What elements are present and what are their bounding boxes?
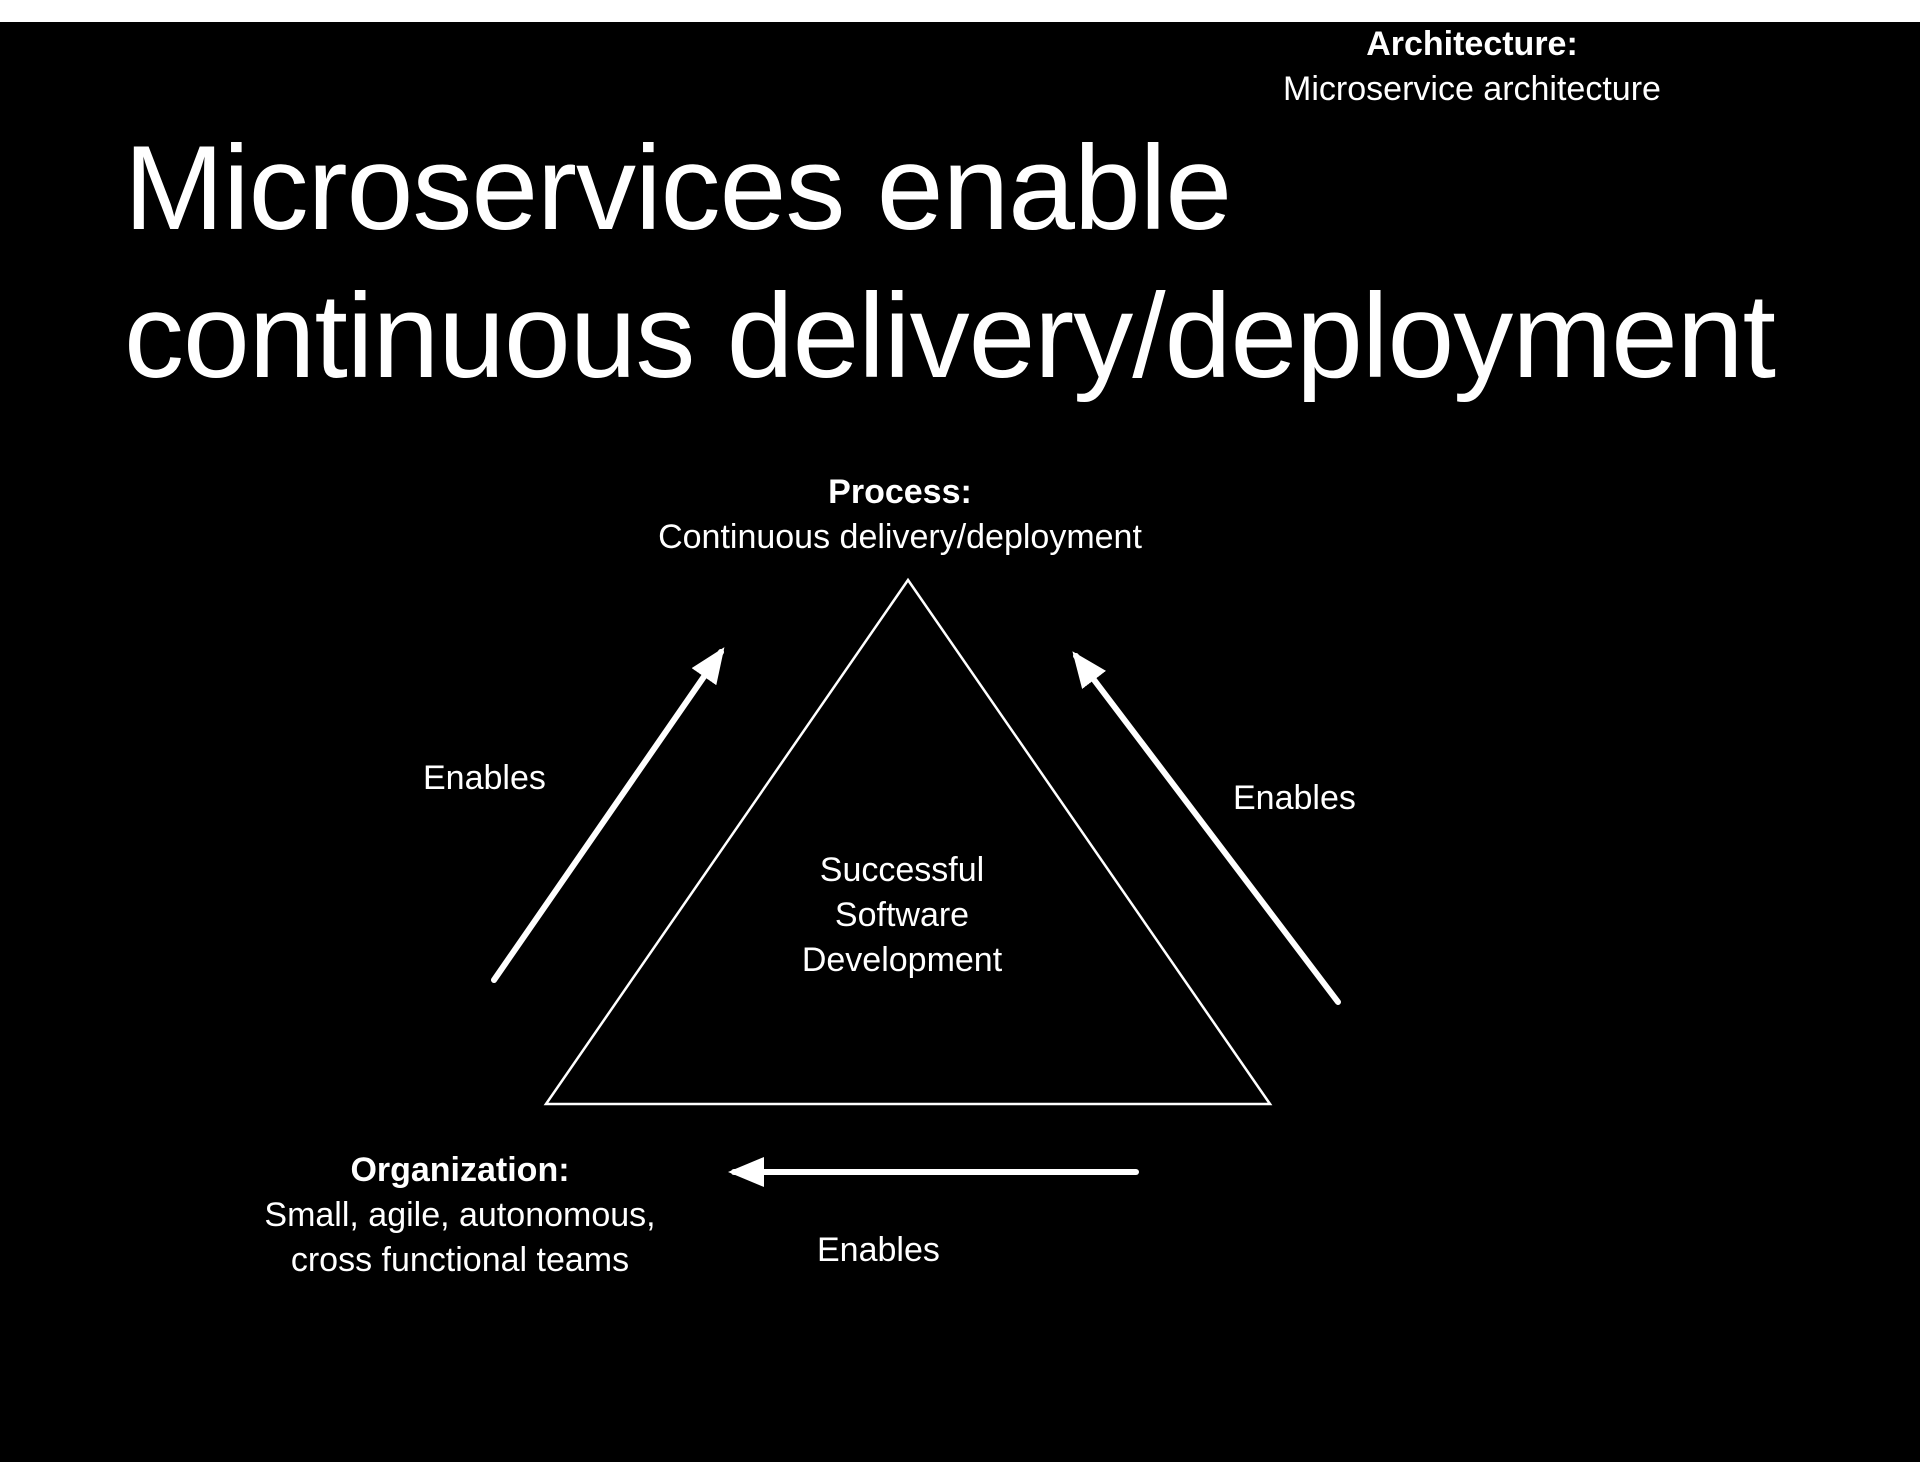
- triangle-diagram: [491, 577, 1341, 1187]
- organization-line-1: Small, agile, autonomous,: [264, 1196, 656, 1234]
- edge-label-bottom: Enables: [817, 1231, 940, 1269]
- process-text: Continuous delivery/deployment: [658, 518, 1142, 556]
- architecture-heading: Architecture:: [1366, 25, 1578, 63]
- slide-title: Microservices enable continuous delivery…: [124, 114, 1884, 410]
- center-line-2: Software: [834, 896, 970, 934]
- center-label: Successful Software Development: [752, 848, 1052, 983]
- triangle-shape: [543, 577, 1273, 1106]
- arrow-right-up: [1072, 651, 1341, 1005]
- architecture-node: Architecture: Microservice architecture: [1222, 22, 1722, 112]
- slide: Microservices enable continuous delivery…: [0, 22, 1920, 1462]
- organization-node: Organization: Small, agile, autonomous, …: [210, 1148, 710, 1283]
- process-heading: Process:: [828, 473, 972, 511]
- title-line-1: Microservices enable: [124, 121, 1232, 255]
- architecture-text: Microservice architecture: [1283, 70, 1661, 108]
- title-line-2: continuous delivery/deployment: [124, 269, 1776, 403]
- center-line-3: Development: [801, 941, 1003, 979]
- process-node: Process: Continuous delivery/deployment: [600, 470, 1200, 560]
- center-line-1: Successful: [819, 851, 985, 889]
- organization-heading: Organization:: [350, 1151, 570, 1189]
- organization-line-2: cross functional teams: [290, 1241, 630, 1279]
- edge-label-right: Enables: [1233, 779, 1356, 817]
- arrow-left-up: [491, 647, 725, 983]
- edge-label-left: Enables: [423, 759, 546, 797]
